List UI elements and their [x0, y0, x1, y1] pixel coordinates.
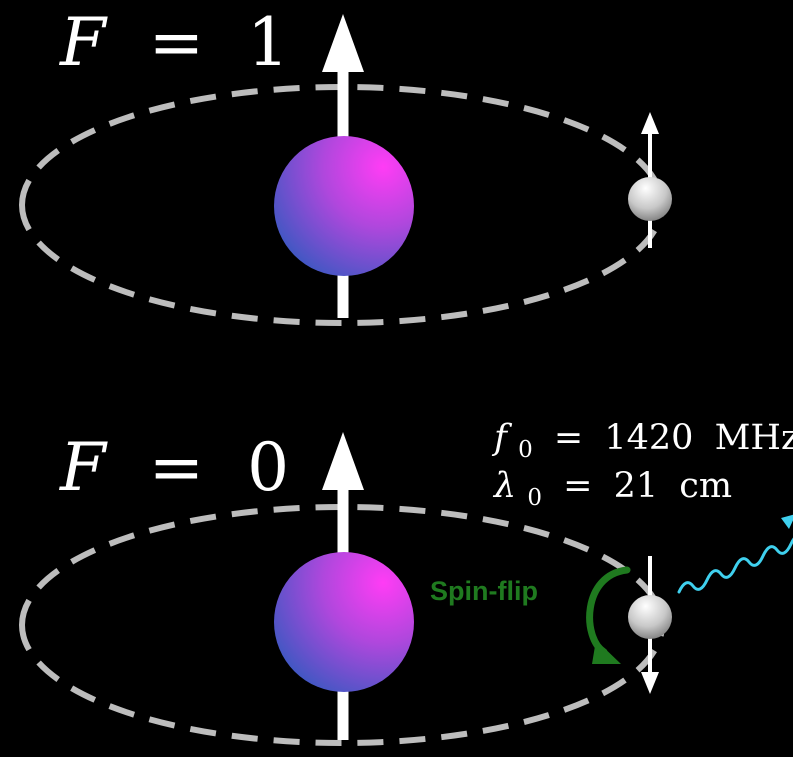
curved-arrow-icon: [586, 566, 631, 656]
nucleus-spin-arrowhead-bottom: [322, 432, 364, 490]
photon-wave-icon: [677, 537, 793, 594]
orbit-top-front: [19, 204, 665, 326]
frequency-subscript: 0: [518, 437, 533, 463]
wavelength-value: 21: [614, 466, 659, 506]
nucleus-spin-arrowhead-top: [322, 14, 364, 72]
bottom-state: Spin-flip F = 0 f 0 = 1420 MHz λ 0 = 21 …: [19, 418, 793, 746]
frequency-equals: =: [554, 418, 583, 458]
spin-flip-label: Spin-flip: [430, 576, 538, 606]
frequency-symbol: f: [491, 418, 513, 458]
orbit-top-back: [19, 84, 665, 206]
photon: [677, 514, 793, 594]
label-f1-symbol: F: [59, 4, 108, 81]
wavelength-equals: =: [563, 466, 592, 506]
electron-spin-arrowhead-bottom: [641, 672, 659, 694]
photon-arrowhead-icon: [781, 514, 793, 529]
curved-arrowhead-icon: [592, 640, 621, 664]
electron-sphere-top: [628, 177, 672, 221]
label-f0-symbol: F: [59, 429, 108, 506]
frequency-unit: MHz: [715, 418, 793, 458]
spin-flip-arrow: [586, 566, 631, 664]
label-f0: F = 0: [59, 429, 289, 506]
orbit-bottom-front: [19, 624, 665, 746]
electron-top: [628, 112, 672, 248]
label-f0-value: 0: [247, 429, 289, 506]
nucleus-bottom: [274, 552, 414, 692]
frequency-annotation: f 0 = 1420 MHz: [491, 418, 793, 466]
top-state: F = 1: [19, 4, 672, 326]
electron-spin-arrowhead-top: [641, 112, 659, 134]
label-f1-equals: =: [149, 4, 204, 81]
frequency-value: 1420: [604, 418, 693, 458]
nucleus-top: [274, 136, 414, 276]
label-f1: F = 1: [59, 4, 289, 81]
electron-bottom: [628, 556, 672, 694]
label-f0-equals: =: [149, 429, 204, 506]
wavelength-unit: cm: [679, 466, 732, 506]
wavelength-annotation: λ 0 = 21 cm: [492, 466, 732, 514]
wavelength-symbol: λ: [492, 466, 516, 506]
label-f1-value: 1: [247, 4, 289, 81]
electron-sphere-bottom: [628, 595, 672, 639]
wavelength-subscript: 0: [527, 485, 542, 511]
